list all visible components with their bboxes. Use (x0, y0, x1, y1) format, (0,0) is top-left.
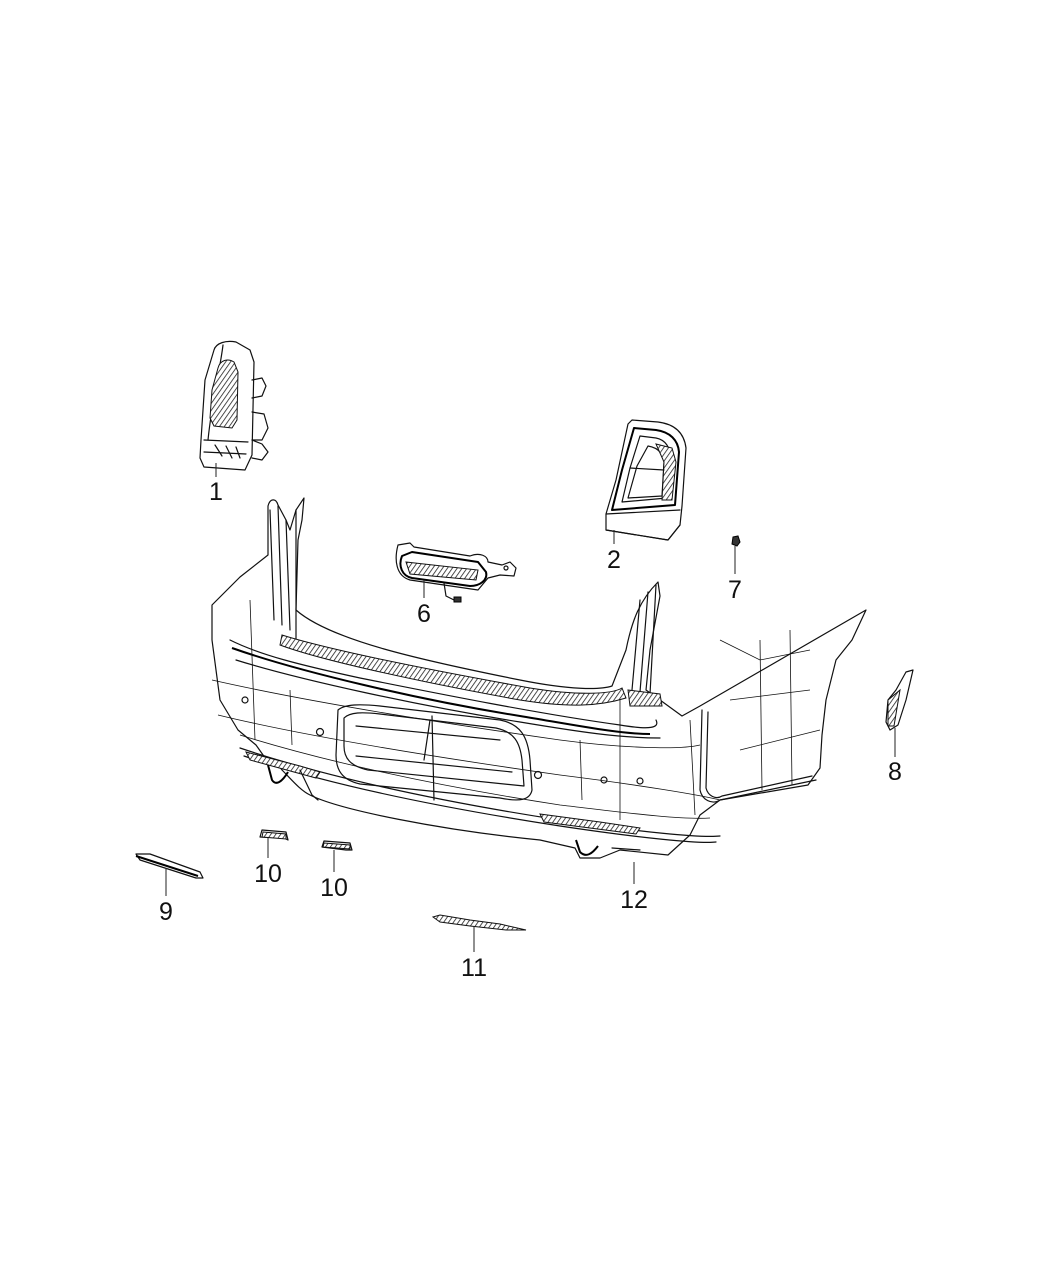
lower-reflector-left-part[interactable] (135, 853, 204, 879)
rear-bumper-fascia-part[interactable] (211, 497, 867, 859)
leader-lines (165, 463, 896, 952)
center-high-mount-lamp-part[interactable] (395, 542, 517, 603)
tail-lamp-right-part[interactable] (605, 419, 687, 541)
side-reflector-part[interactable] (885, 669, 914, 731)
callout-8[interactable]: 8 (888, 758, 902, 786)
callout-2[interactable]: 2 (607, 546, 621, 574)
callout-7[interactable]: 7 (728, 576, 742, 604)
fascia-clip-part-b[interactable] (321, 840, 353, 851)
lamp-connector-part[interactable] (731, 535, 741, 547)
callout-1[interactable]: 1 (209, 478, 223, 506)
callout-6[interactable]: 6 (417, 600, 431, 628)
fascia-clip-part-a[interactable] (259, 829, 289, 841)
callout-9[interactable]: 9 (159, 898, 173, 926)
callout-12[interactable]: 12 (620, 886, 648, 914)
callout-10-left[interactable]: 10 (254, 860, 282, 888)
lower-reflector-center-part[interactable] (431, 914, 527, 931)
callout-10-right[interactable]: 10 (320, 874, 348, 902)
callout-11[interactable]: 11 (461, 954, 487, 982)
tail-lamp-left-part[interactable] (199, 340, 269, 471)
